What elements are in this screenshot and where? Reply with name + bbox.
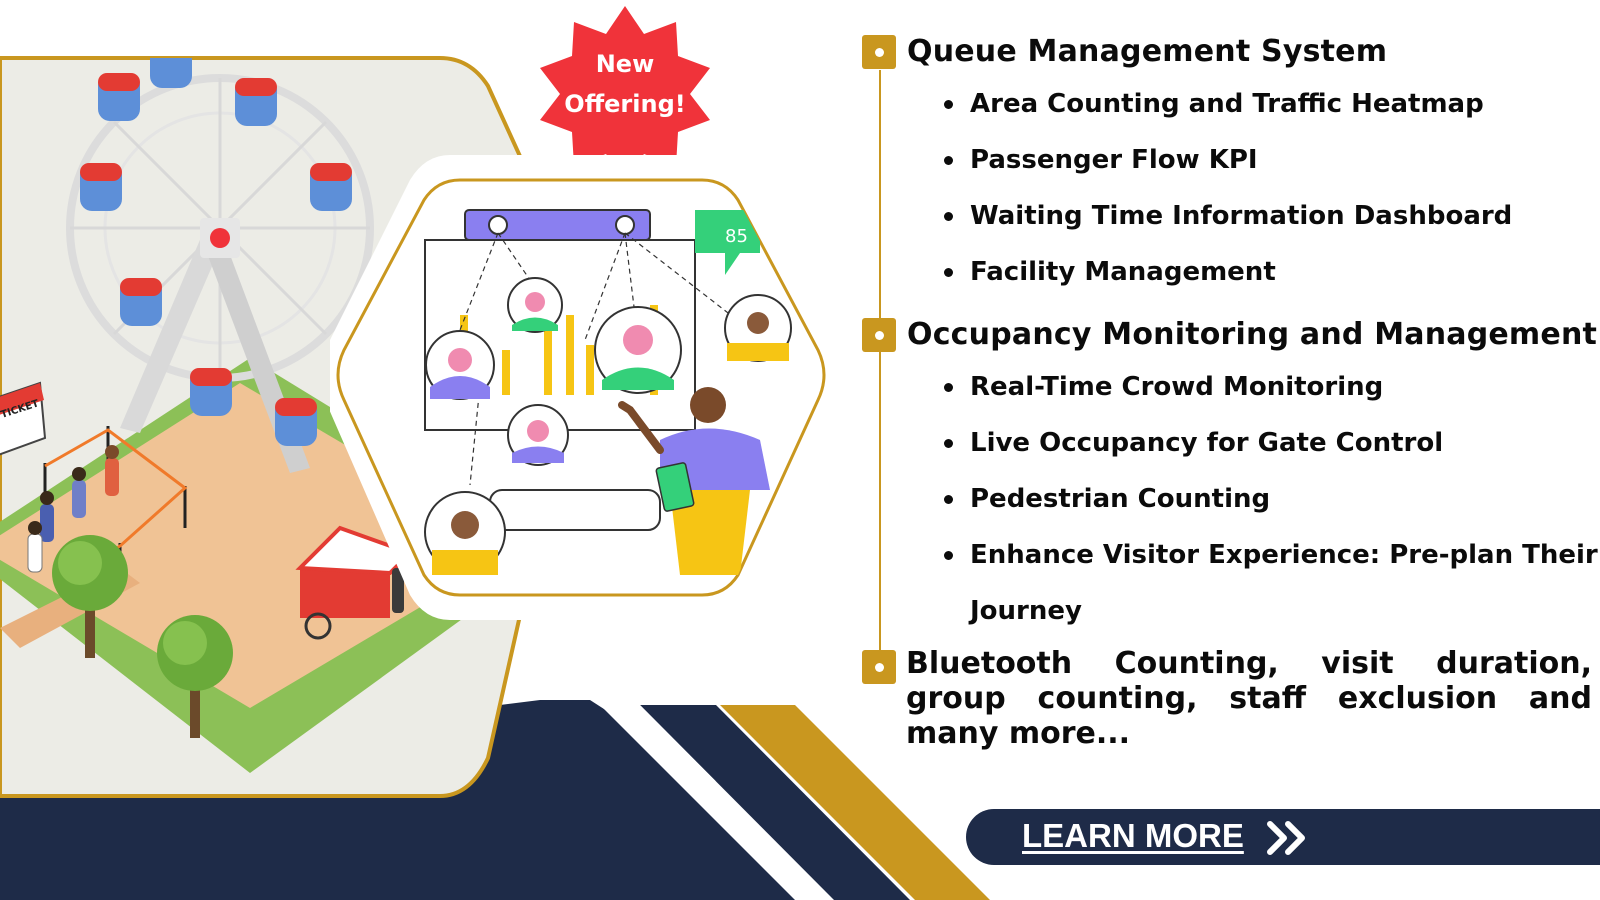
- list-item-continuation: Journey: [970, 596, 1082, 626]
- list-item: Live Occupancy for Gate Control: [944, 415, 1598, 471]
- list-item: Facility Management: [944, 244, 1512, 300]
- badge-text: New Offering!: [560, 44, 690, 124]
- avatar-5: [507, 404, 569, 466]
- section-bluetooth: [862, 650, 896, 684]
- section-occupancy-monitoring: Occupancy Monitoring and Management: [862, 317, 1597, 352]
- list-item: Area Counting and Traffic Heatmap: [944, 76, 1512, 132]
- learn-more-button[interactable]: LEARN MORE: [966, 809, 1600, 865]
- new-offering-badge: [540, 6, 710, 180]
- trees: [52, 535, 233, 738]
- list-item: Real-Time Crowd Monitoring: [944, 359, 1598, 415]
- list-item: Passenger Flow KPI: [944, 132, 1512, 188]
- queue-management-list: Area Counting and Traffic Heatmap Passen…: [944, 76, 1512, 300]
- occupancy-monitoring-list: Real-Time Crowd Monitoring Live Occupanc…: [944, 359, 1598, 639]
- chat-bubble: [695, 210, 760, 275]
- presenter: [618, 387, 770, 575]
- avatar-3: [594, 306, 682, 394]
- white-stripe: [600, 705, 834, 900]
- section-title-occupancy-monitoring: Occupancy Monitoring and Management: [907, 317, 1598, 352]
- dashboard-illustration: 85: [330, 155, 847, 620]
- section-bullet-icon: [862, 650, 896, 684]
- avatar-4: [724, 294, 792, 362]
- avatar-2: [507, 277, 563, 333]
- badge-line-1: New: [595, 50, 655, 78]
- double-chevron-right-icon: [1267, 821, 1305, 855]
- ferris-cabins: [80, 58, 352, 446]
- bluetooth-counting-text: Bluetooth Counting, visit duration, grou…: [906, 646, 1592, 751]
- section-bullet-icon: [862, 317, 896, 352]
- camera-bar: [464, 209, 651, 241]
- gold-stripe: [720, 705, 990, 900]
- navy-stripe: [640, 705, 910, 900]
- chat-bubble-value: 85: [725, 226, 748, 247]
- queue-people: [27, 445, 119, 573]
- list-item: Waiting Time Information Dashboard: [944, 188, 1512, 244]
- avatar-1: [425, 330, 495, 400]
- ticket-booth: TICKET: [0, 381, 47, 460]
- section-queue-management: Queue Management System: [862, 34, 1387, 69]
- avatar-6: [424, 491, 506, 575]
- list-item: Pedestrian Counting: [944, 471, 1598, 527]
- section-bullet-icon: [862, 34, 896, 69]
- badge-line-2: Offering!: [564, 90, 686, 118]
- list-item: Enhance Visitor Experience: Pre-plan The…: [944, 527, 1598, 583]
- learn-more-label: LEARN MORE: [1022, 817, 1244, 854]
- section-title-queue-management: Queue Management System: [907, 34, 1388, 69]
- timeline-line: [879, 70, 881, 670]
